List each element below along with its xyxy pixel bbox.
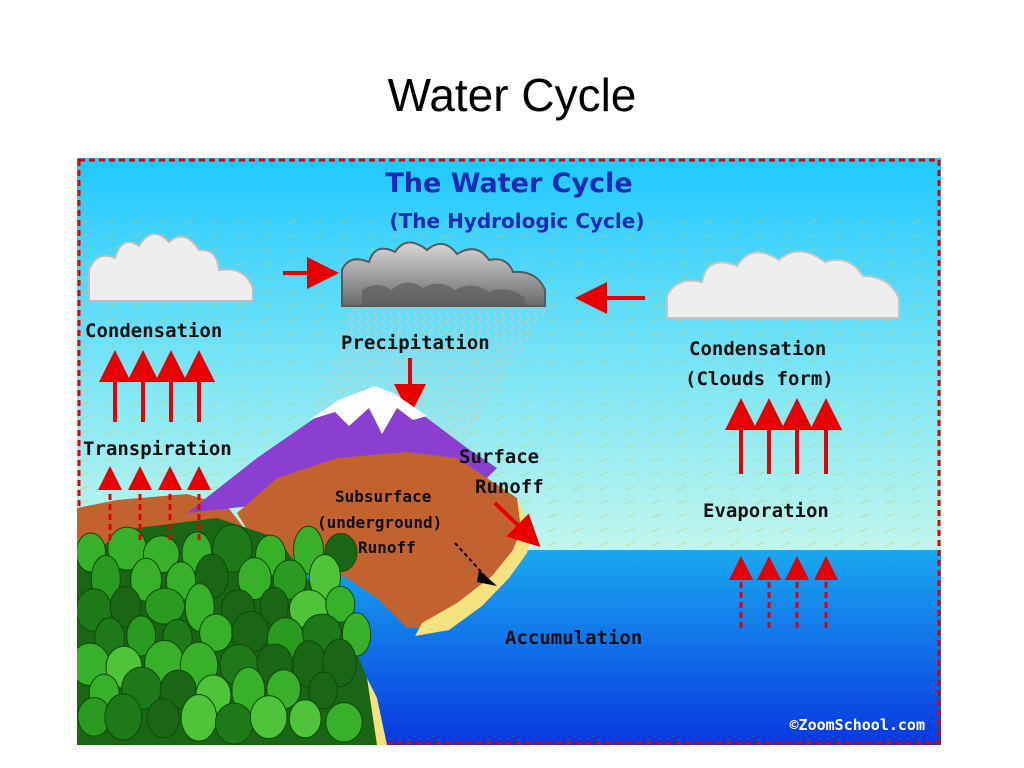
bush <box>325 702 363 743</box>
label-accumulation: Accumulation <box>505 627 642 649</box>
diagram-border <box>77 158 941 745</box>
label-condensation-right: Condensation <box>689 338 826 360</box>
sand-beach <box>415 498 532 636</box>
bush <box>144 587 186 625</box>
cloud-left <box>88 233 254 302</box>
snow-cap <box>309 386 427 434</box>
bush <box>104 693 143 741</box>
label-clouds-form: (Clouds form) <box>685 368 834 390</box>
subsurface-runoff-arrow <box>454 542 497 586</box>
label-underground: (underground) <box>317 513 442 532</box>
rain-cloud <box>341 241 546 307</box>
label-transpiration: Transpiration <box>83 438 232 460</box>
bush <box>126 615 157 657</box>
diagram-subheading: (The Hydrologic Cycle) <box>390 209 645 233</box>
water-cycle-diagram: The Water Cycle (The Hydrologic Cycle) <box>77 158 941 745</box>
bush <box>214 702 254 745</box>
cloud-right <box>666 250 900 319</box>
bush <box>180 694 218 742</box>
label-surface: Surface <box>459 446 539 468</box>
label-evaporation: Evaporation <box>703 500 829 522</box>
label-subsurface: Subsurface <box>335 487 431 506</box>
bush <box>237 557 272 601</box>
evaporation-arrows <box>729 556 838 628</box>
slide-title: Water Cycle <box>387 69 637 121</box>
right-condensation-arrows <box>725 398 842 474</box>
bush <box>308 671 338 710</box>
brown-hill <box>237 452 529 628</box>
bush <box>146 698 180 739</box>
left-condensation-arrows <box>99 350 215 422</box>
label-condensation-left: Condensation <box>85 320 222 342</box>
label-runoff: Runoff <box>475 476 544 498</box>
bush <box>109 586 142 628</box>
transpiration-arrows <box>98 466 211 540</box>
diagram-heading: The Water Cycle <box>385 168 632 199</box>
label-subsurface-runoff: Runoff <box>358 538 416 557</box>
credit-text: ©ZoomSchool.com <box>790 716 925 734</box>
surface-runoff-arrow <box>493 501 541 548</box>
bush <box>288 699 322 739</box>
bush <box>325 585 356 623</box>
label-precipitation: Precipitation <box>341 332 490 354</box>
bush <box>249 695 288 740</box>
forest <box>77 518 377 745</box>
